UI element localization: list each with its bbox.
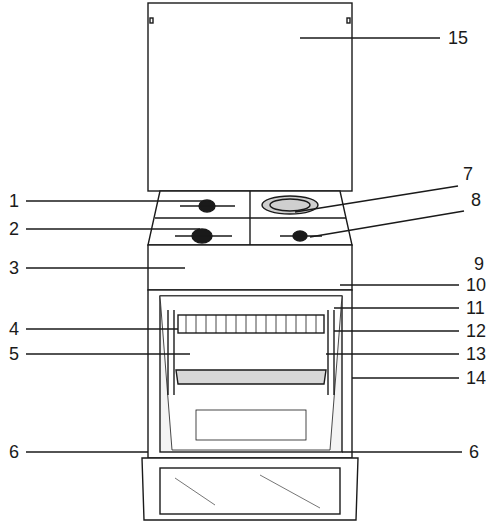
callout-number: 13 bbox=[465, 344, 487, 364]
callout-number: 12 bbox=[465, 321, 487, 341]
callout-number: 11 bbox=[465, 298, 486, 318]
callout-number: 3 bbox=[8, 258, 20, 278]
callout-number: 10 bbox=[465, 275, 487, 295]
callout-number: 1 bbox=[8, 191, 20, 211]
callout-number: 5 bbox=[8, 344, 20, 364]
callout-number: 4 bbox=[8, 319, 20, 339]
callout-number: 15 bbox=[447, 28, 469, 48]
callout-number: 6 bbox=[8, 442, 20, 462]
callout-number: 14 bbox=[465, 368, 487, 388]
callout-number: 9 bbox=[473, 254, 485, 274]
callout-number: 6 bbox=[468, 442, 480, 462]
callout-number: 8 bbox=[470, 190, 482, 210]
callout-number: 2 bbox=[8, 219, 20, 239]
callout-number: 7 bbox=[462, 164, 474, 184]
